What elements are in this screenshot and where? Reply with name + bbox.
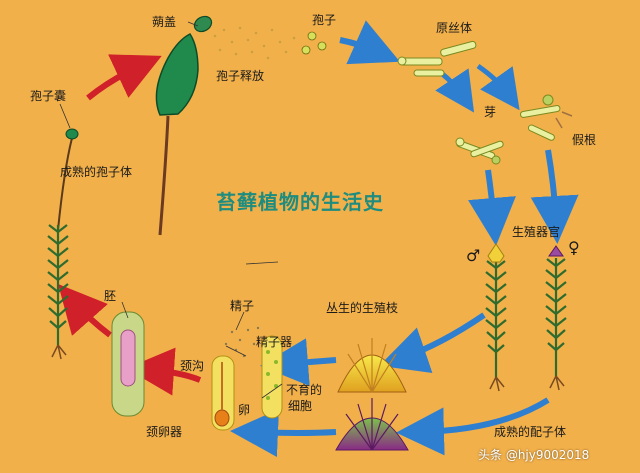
capsule-lid-shape <box>193 15 213 33</box>
arrow-branch-to-antheridium <box>260 338 337 387</box>
arrow-sporangium-to-capsule <box>86 54 162 101</box>
label-egg: 卵 <box>238 403 251 417</box>
diagram-title: 苔藓植物的生活史 <box>216 190 384 214</box>
rhizoid-illustration <box>519 94 573 141</box>
male-symbol: ♂ <box>466 246 481 265</box>
arrow-female-to-branch <box>396 397 550 456</box>
label-rhizoid: 假根 <box>572 133 597 147</box>
label-spore-release: 孢子释放 <box>216 69 265 83</box>
embryo-illustration <box>111 311 145 417</box>
capsule-illustration <box>155 15 296 236</box>
label-clustered-branch: 丛生的生殖枝 <box>326 301 399 315</box>
released-spores-dots <box>213 26 296 60</box>
sporophyte-plant <box>47 128 79 360</box>
arrow-embryo-to-sporophyte <box>58 284 112 338</box>
arrow-protonema-to-rhizoid <box>476 63 520 111</box>
arrow-rhizoid-down <box>530 149 579 244</box>
label-sperm: 精子 <box>230 299 255 313</box>
label-sterile-cell-2: 细胞 <box>288 399 313 413</box>
arrow-archegonium-to-embryo <box>126 347 202 396</box>
arrow-spore-to-protonema <box>339 20 400 65</box>
label-capsule-lid: 蒴盖 <box>152 15 177 29</box>
protonema-illustration <box>397 40 477 77</box>
label-neck-canal: 颈沟 <box>180 359 205 373</box>
female-symbol: ♀ <box>568 238 580 257</box>
label-protonema: 原丝体 <box>436 21 473 35</box>
label-bud: 芽 <box>484 105 497 119</box>
label-mature-sporophyte: 成熟的孢子体 <box>60 165 133 179</box>
male-gametophyte <box>485 243 507 392</box>
label-reproductive-organ: 生殖器官 <box>512 225 561 239</box>
cycle-arrows <box>58 20 579 458</box>
label-sterile-cell-1: 不育的 <box>286 383 323 397</box>
label-archegonium: 颈卵器 <box>146 425 183 439</box>
leader-lines <box>59 21 283 399</box>
spores <box>301 31 327 55</box>
archegonial-cluster <box>335 398 409 451</box>
watermark: 头条 @hjy9002018 <box>478 448 590 462</box>
arrow-male-to-branch <box>379 312 486 373</box>
label-sporangium: 孢子囊 <box>30 89 67 103</box>
label-spore: 孢子 <box>312 13 337 27</box>
label-embryo: 胚 <box>104 289 117 303</box>
arrow-bud-down <box>468 169 516 246</box>
antheridial-cluster <box>337 338 407 393</box>
label-mature-gametophyte: 成熟的配子体 <box>494 425 567 439</box>
sperm-dots <box>224 326 260 358</box>
female-gametophyte <box>545 245 567 391</box>
antheridium-illustration <box>224 326 283 419</box>
archegonium-illustration <box>211 355 235 431</box>
egg-cell <box>214 409 230 427</box>
arrow-branch-to-archegonium <box>230 409 337 458</box>
bud-illustration <box>455 137 504 165</box>
label-antheridium: 精子器 <box>256 335 293 349</box>
